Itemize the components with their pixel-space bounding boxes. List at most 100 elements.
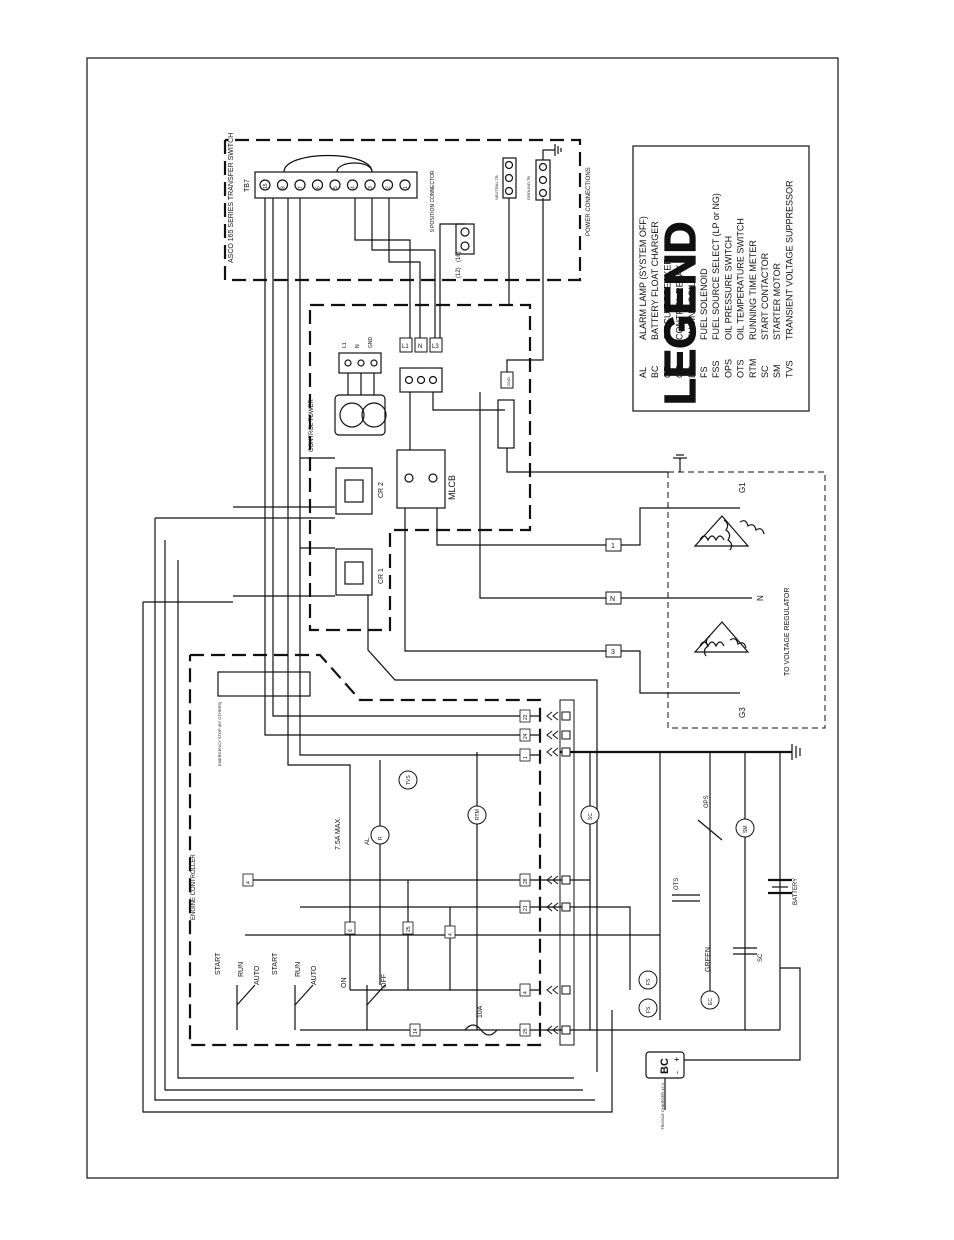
switch2-run: RUN [295,962,302,977]
terminal-strip-note: EMERGENCY STOP (BY OTHERS) [217,701,222,766]
engine-controller: ENGINE CONTROLLER EMERGENCY STOP (BY OTH… [188,653,712,1047]
tb7-terminal-label: 6 [316,186,322,189]
component-label: OPS [704,795,710,808]
wire-tag-label: 25 [523,1028,529,1034]
legend-desc: START CONTACTOR [760,252,770,340]
component-circle [398,770,418,790]
wire-tag-label: 21 [523,905,529,911]
component-circle [467,805,487,825]
tb7-terminal [259,179,271,191]
legend-code: OPS [723,359,733,378]
n-label: N [756,595,765,601]
generator: G1 G3 N TO VOLTAGE REGULATOR 1 N 3 [605,471,826,729]
control-tower-label: CONTROL TOWER [309,398,315,452]
ground-tb [535,159,551,201]
power-connections-label: POWER CONNECTIONS [586,167,592,236]
cr2-label: CR 2 [378,482,385,498]
tb7-terminal-label: 7 [298,186,304,189]
wire-tag [519,983,531,997]
connector-label: 9 POSITION CONNECTOR [430,170,436,232]
ckt-label-12: (12) [456,267,462,278]
tb7-label: TB7 [244,179,251,192]
legend-code: FS [699,366,709,378]
g1-label: G1 [738,482,747,493]
term-l1: L1 [342,342,348,348]
legend-code: RTM [748,359,758,378]
gnd-tag-text: GND [506,377,511,386]
component-label: EC [708,998,714,1005]
component-label: R [378,836,384,840]
connector-pin [546,730,571,740]
tb7-terminal-label: 2 [386,186,392,189]
mlcb-label: MLCB [447,475,457,500]
g3-label: G3 [738,707,747,718]
legend-desc: CONTROL RELAY [675,265,685,340]
tb7-terminal-label: 5 [333,186,339,189]
wire-tag-label: 4 [246,881,252,884]
bc-minus: - [672,1071,682,1074]
legend-code: SC [760,365,770,378]
wire-tag [519,728,531,742]
wire-tag [519,900,531,914]
switch1-auto: AUTO [254,965,261,985]
component-label: BATTERY [793,878,799,905]
switch2-start: START [272,952,279,975]
tb7-terminal [364,179,376,191]
legend-code: TVS [784,360,794,378]
wire-tag [409,1023,421,1037]
tag-n-text: N [418,344,422,350]
wire-tag [519,709,531,723]
ground-fuse [497,399,515,449]
battery-charger: BC + - TRICKLE CHARGER 12 V [645,1051,685,1130]
bc-label: BC [659,1058,671,1074]
engine-controller-label: ENGINE CONTROLLER [191,854,197,920]
wire-tag-label: 6 [348,929,354,932]
receptacle [334,394,386,436]
legend-desc: RUNNING TIME METER [748,240,758,340]
component-circle [580,805,600,825]
wire-tag [444,925,456,939]
wire-tag [402,921,414,935]
component-label: FS [646,978,652,985]
wire-tag-label: 14 [413,1028,419,1034]
switch1-run: RUN [238,962,245,977]
mlcb-breaker [396,449,446,509]
ckt-label-16: (16) [456,251,462,262]
legend-code: CB [662,365,672,378]
legend-desc: FUEL SOURCE SELECT (LP or NG) [711,193,721,340]
switch1-start: START [215,952,222,975]
tb7-terminal [294,179,306,191]
tb7-terminal [329,179,341,191]
legend-box [632,145,810,412]
transfer-switch-title: ASCO 165 SERIES TRANSFER SWITCH [228,133,235,263]
wire-tag-label: 4 [448,933,454,936]
tb7-terminal-label: 1 [403,186,409,189]
component-circle [735,818,755,838]
legend-desc: TRANSIENT VOLTAGE SUPPRESSOR [784,180,794,340]
component-label: AL [365,837,371,845]
legend-desc: ALARM LAMP (SYSTEM OFF) [638,216,648,340]
bc-plus: + [672,1057,682,1062]
fuse-10-label: 10A [477,1005,484,1018]
connector-pin [546,875,571,885]
component-circle [700,990,720,1010]
component-label: SC [588,813,594,820]
wiring [142,198,801,1113]
tb7-terminal-label: 3 [368,186,374,189]
receptacle-terminals [338,352,382,374]
tb7-terminal [399,179,411,191]
tb7-terminal [276,179,289,191]
wire-tag [519,748,531,762]
legend-code: CR [675,365,685,378]
connector-pin [546,902,571,912]
legend-title: LEGEND [656,222,705,405]
gen-tag-1: 1 [611,543,615,550]
wire-tag [344,921,356,935]
switch3-off: OFF [381,974,388,988]
component-circle [370,825,390,845]
tag-l1 [399,337,413,353]
